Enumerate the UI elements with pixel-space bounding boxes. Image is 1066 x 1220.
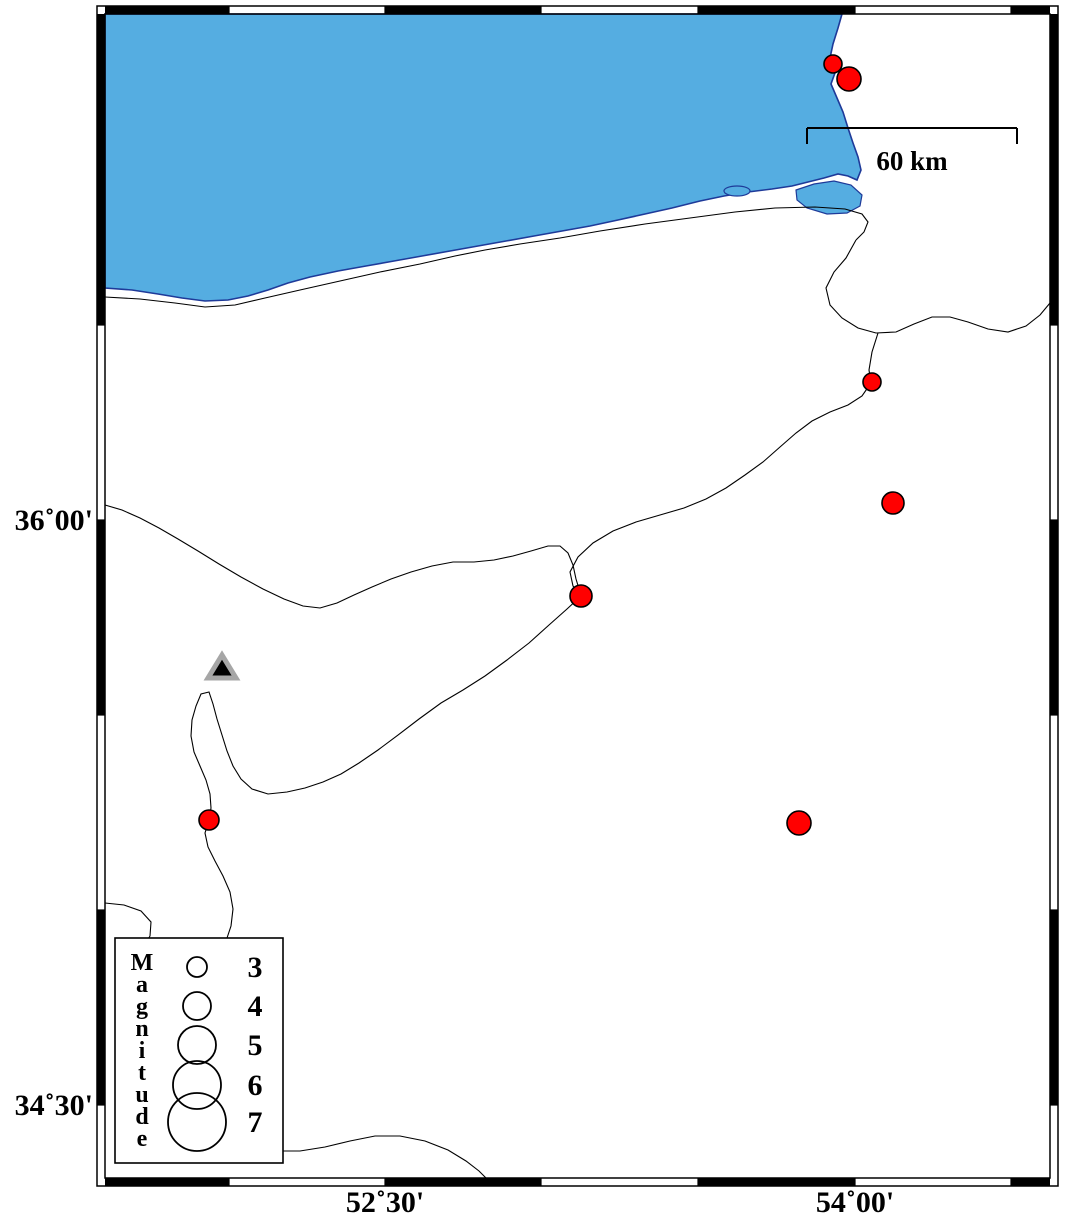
legend-mag-label: 3 xyxy=(248,951,263,984)
map-frame-outer xyxy=(96,5,1059,1187)
legend-entries: 3 4 5 6 7 xyxy=(167,951,263,1152)
legend-circle xyxy=(167,1092,227,1152)
lon-label-54-00: 54˚00' xyxy=(816,1186,894,1219)
station-triangle xyxy=(203,650,241,681)
legend-circle xyxy=(186,956,208,978)
legend-mag-label: 7 xyxy=(248,1106,263,1139)
earthquake-marker xyxy=(786,810,812,836)
map-frame-inner xyxy=(104,13,1051,1179)
earthquake-marker xyxy=(569,584,593,608)
lat-label-36: 36˚00' xyxy=(15,504,93,537)
legend-mag-label: 6 xyxy=(248,1069,263,1102)
legend-circle xyxy=(172,1060,222,1110)
river-west xyxy=(104,504,581,609)
legend-title-letter: n xyxy=(135,1016,148,1042)
legend-mag-label: 4 xyxy=(248,990,263,1023)
earthquake-marker xyxy=(823,54,843,74)
lagoon-pond xyxy=(723,185,751,197)
earthquake-marker xyxy=(862,372,882,392)
legend-box xyxy=(114,937,284,1164)
legend-title-letter: M xyxy=(131,950,154,976)
legend-title-letter: e xyxy=(137,1126,148,1152)
legend-title-letter: d xyxy=(135,1104,149,1130)
legend-circle xyxy=(177,1025,217,1065)
legend-title-letter: u xyxy=(135,1082,148,1108)
earthquake-marker xyxy=(198,809,220,831)
coastline-double xyxy=(104,206,869,308)
scale-bar: 60 km xyxy=(806,127,1018,176)
gorgan-bay xyxy=(795,180,863,215)
legend-title-letter: a xyxy=(136,972,148,998)
legend-title-letter: t xyxy=(138,1060,146,1086)
lat-label-34-30: 34˚30' xyxy=(15,1089,93,1122)
legend-mag-label: 5 xyxy=(248,1029,263,1062)
scale-bar-label: 60 km xyxy=(876,146,948,176)
map-frame-segments xyxy=(97,6,1058,1186)
earthquake-marker xyxy=(881,491,905,515)
earthquake-markers xyxy=(198,54,905,836)
lon-label-52-30: 52˚30' xyxy=(346,1186,424,1219)
caspian-sea xyxy=(104,13,862,302)
legend-title-letter: g xyxy=(136,994,148,1020)
legend-circle xyxy=(182,991,212,1021)
river-east xyxy=(825,239,1051,334)
earthquake-marker xyxy=(836,66,862,92)
legend-title-letter: i xyxy=(139,1038,146,1064)
